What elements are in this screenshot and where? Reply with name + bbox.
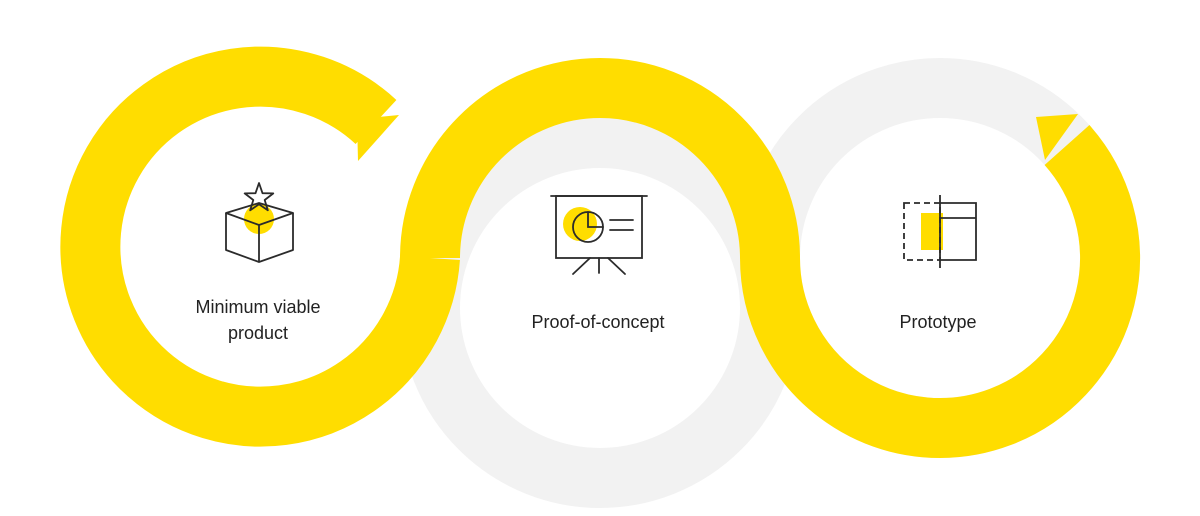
stage-label-mvp-line2: product xyxy=(227,323,289,343)
stage-label-mvp: Minimum viable product xyxy=(158,294,358,346)
stage-label-mvp-line1: Minimum viable xyxy=(195,297,321,317)
prototype-yellow-arc xyxy=(740,125,1140,458)
box-with-star-icon xyxy=(225,182,294,263)
presentation-board-pie-chart-icon xyxy=(550,195,648,275)
poc-background-ring xyxy=(400,108,800,508)
prototype-arrow-tip xyxy=(1036,114,1078,160)
mvp-yellow-arc xyxy=(60,46,460,447)
stage-label-poc: Proof-of-concept xyxy=(531,312,665,332)
stage-label-prototype: Prototype xyxy=(899,312,977,332)
wireframe-layout-icon xyxy=(903,195,977,268)
poc-yellow-arc xyxy=(400,58,800,259)
mvp-arrow-tip xyxy=(357,115,399,161)
